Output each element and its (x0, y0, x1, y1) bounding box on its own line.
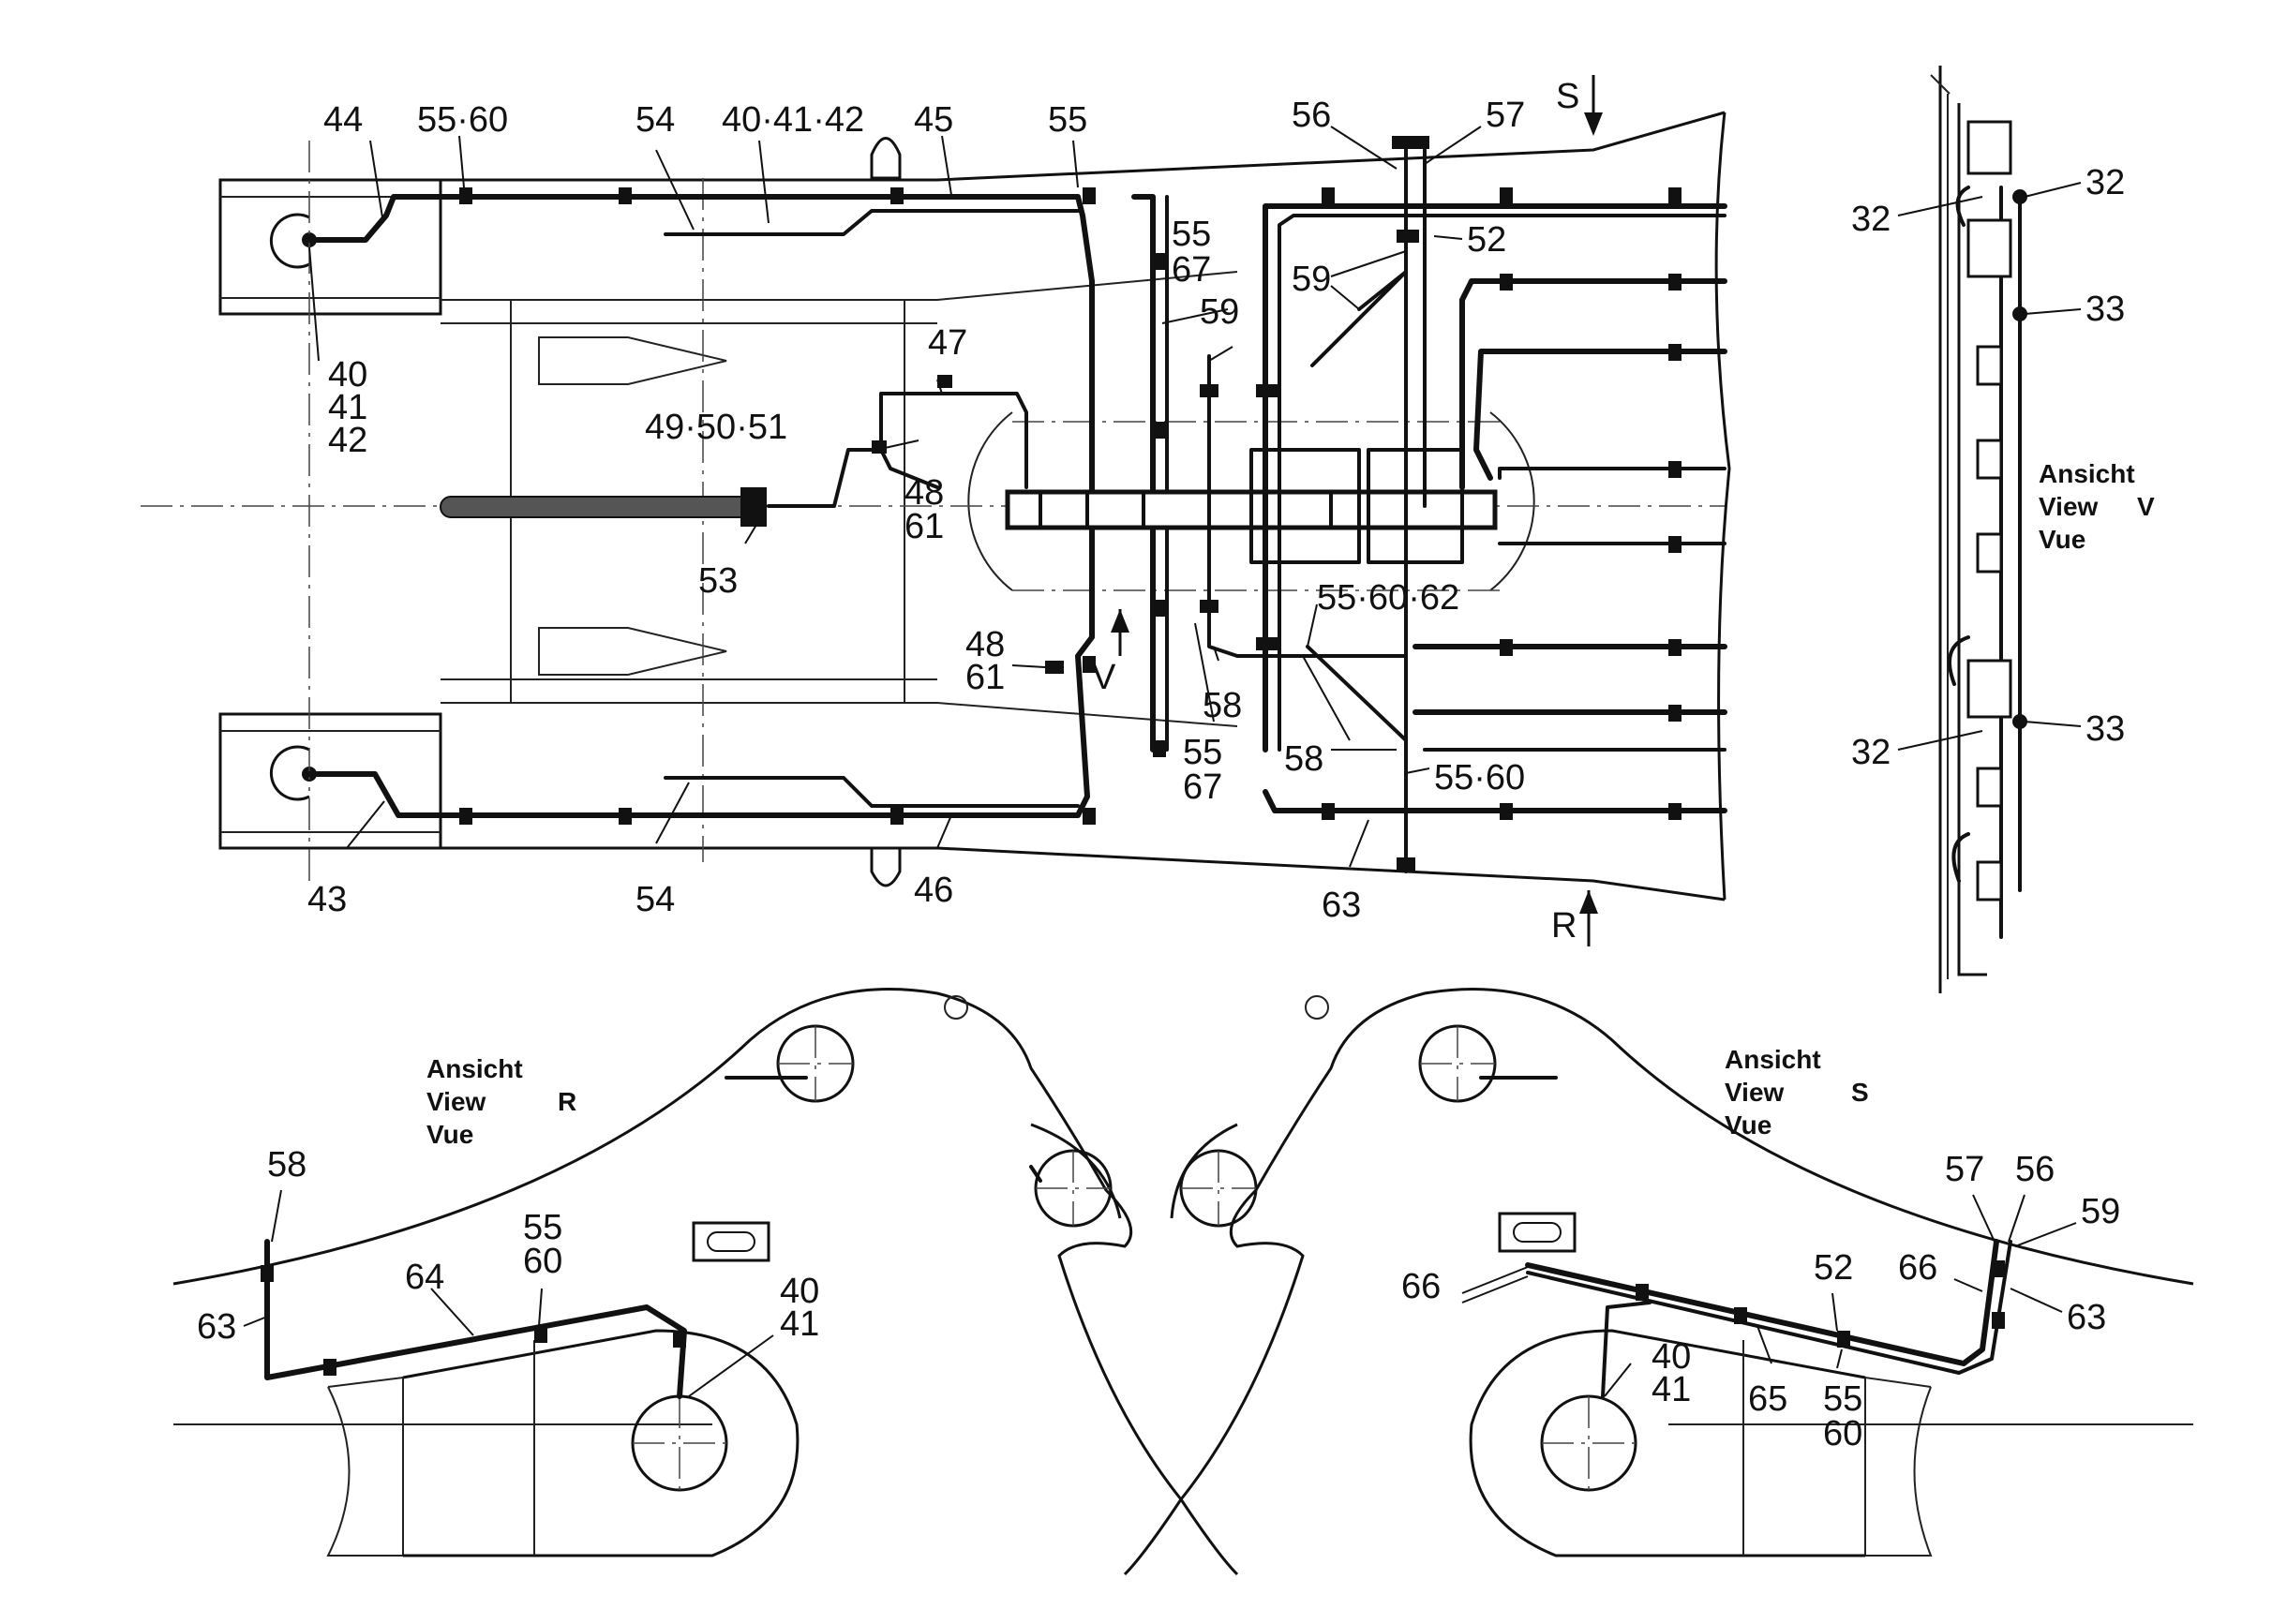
callout-60: 60 (1823, 1414, 1862, 1453)
view-v-detail: 32 32 33 32 33 Ansicht View V Vue (1851, 66, 2155, 993)
view-r-title-en: View (426, 1087, 486, 1116)
callout-53: 53 (698, 561, 738, 601)
callout-49-50-51: 49·50·51 (645, 408, 787, 447)
callout-41: 41 (328, 388, 367, 427)
callout-56: 56 (2015, 1150, 2055, 1189)
callout-55: 55 (1183, 733, 1222, 772)
callout-47: 47 (928, 323, 967, 363)
top-leader-lines (308, 126, 1482, 868)
view-v-letter: V (2137, 492, 2155, 521)
callout-67: 67 (1172, 250, 1211, 290)
callout-55-60: 55·60 (417, 100, 508, 140)
callout-66: 66 (1898, 1248, 1937, 1288)
boom-right-break (1714, 112, 1731, 901)
callout-33: 33 (2085, 290, 2125, 329)
callout-41: 41 (1652, 1370, 1691, 1409)
callout-67: 67 (1183, 767, 1222, 807)
boom-outline-top (220, 111, 1726, 182)
callout-57: 57 (1945, 1150, 1984, 1189)
callout-64: 64 (405, 1258, 444, 1297)
hose-clamps (459, 136, 1682, 871)
callout-41: 41 (780, 1304, 819, 1344)
upper-pin-bracket (218, 178, 442, 316)
callout-55: 55 (523, 1208, 562, 1247)
label-S: S (1556, 77, 1579, 116)
view-r-detail: 58 63 64 55 60 40 41 Ansicht View R Vue (172, 988, 1239, 1576)
callout-61: 61 (904, 507, 944, 546)
callout-32: 32 (1851, 733, 1891, 772)
callout-59: 59 (1200, 292, 1239, 332)
callout-48: 48 (904, 473, 944, 513)
view-v-title-en: View (2039, 492, 2099, 521)
callout-42: 42 (328, 421, 367, 460)
callout-56: 56 (1292, 96, 1331, 135)
view-r-letter: R (558, 1087, 576, 1116)
view-s-detail: 57 56 59 66 66 63 52 40 41 65 55 60 Ansi… (1123, 988, 2194, 1576)
callout-40: 40 (328, 355, 367, 395)
boom-outline-bottom (220, 846, 1726, 901)
callout-48: 48 (965, 625, 1005, 664)
callout-63: 63 (197, 1307, 236, 1347)
callout-61: 61 (965, 658, 1005, 697)
view-v-title-fr: Vue (2039, 525, 2085, 554)
callout-45: 45 (914, 100, 953, 140)
callout-33: 33 (2085, 709, 2125, 749)
callout-66: 66 (1401, 1267, 1441, 1306)
callout-40: 40 (780, 1272, 819, 1311)
view-v-title-de: Ansicht (2039, 459, 2135, 488)
view-r-title-fr: Vue (426, 1120, 473, 1149)
callout-59: 59 (1292, 260, 1331, 299)
callout-32: 32 (1851, 200, 1891, 239)
view-s-title-fr: Vue (1725, 1110, 1771, 1140)
callout-44: 44 (323, 100, 363, 140)
view-s-title-de: Ansicht (1725, 1045, 1821, 1074)
callout-52: 52 (1467, 220, 1506, 260)
callout-55-60: 55·60 (1434, 758, 1525, 797)
callout-43: 43 (307, 880, 347, 919)
callout-58: 58 (1284, 739, 1323, 779)
callout-55: 55 (1823, 1379, 1862, 1419)
callout-32: 32 (2085, 163, 2125, 202)
callout-40: 40 (1652, 1337, 1691, 1377)
callout-58: 58 (1203, 686, 1242, 725)
view-r-title-de: Ansicht (426, 1054, 523, 1083)
view-s-letter: S (1851, 1078, 1869, 1107)
callout-52: 52 (1814, 1248, 1853, 1288)
view-s-title-en: View (1725, 1078, 1785, 1107)
label-R: R (1551, 906, 1577, 946)
callout-55: 55 (1172, 215, 1211, 254)
lower-pin-bracket (218, 712, 442, 850)
callout-55: 55 (1048, 100, 1087, 140)
top-plan-view: 44 55·60 54 40·41·42 45 55 56 57 S 52 55… (141, 75, 1731, 946)
top-callouts: 44 55·60 54 40·41·42 45 55 56 57 S 52 55… (307, 77, 1579, 946)
callout-46: 46 (914, 871, 953, 910)
callout-54: 54 (635, 880, 675, 919)
callout-60: 60 (523, 1242, 562, 1281)
callout-63: 63 (2067, 1298, 2106, 1337)
callout-54: 54 (635, 100, 675, 140)
callout-65: 65 (1748, 1379, 1787, 1419)
label-V: V (1092, 658, 1116, 697)
callout-55-60-62: 55·60·62 (1317, 578, 1459, 618)
callout-58: 58 (267, 1145, 306, 1184)
callout-40-41-42: 40·41·42 (722, 100, 864, 140)
callout-57: 57 (1486, 96, 1525, 135)
callout-63: 63 (1322, 886, 1361, 925)
callout-59: 59 (2081, 1192, 2120, 1231)
